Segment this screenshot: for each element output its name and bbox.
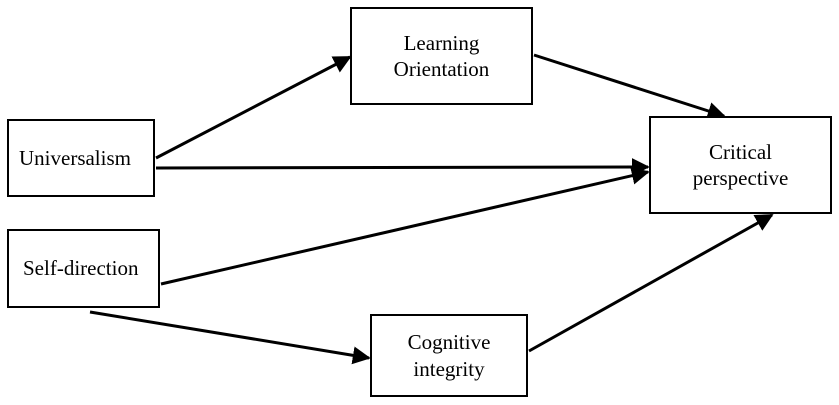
arrow-learning-orientation-to-critical-perspective bbox=[533, 53, 726, 120]
node-cognitive-integrity: Cognitive integrity bbox=[370, 314, 528, 397]
node-self-direction: Self-direction bbox=[7, 229, 160, 308]
node-learning-orientation-label: Learning Orientation bbox=[393, 30, 490, 81]
arrow-cognitive-integrity-to-critical-perspective bbox=[528, 213, 774, 353]
node-critical-perspective-label: Critical perspective bbox=[692, 139, 789, 190]
node-self-direction-label: Self-direction bbox=[23, 256, 139, 281]
node-learning-orientation: Learning Orientation bbox=[350, 7, 533, 105]
node-universalism: Universalism bbox=[7, 119, 155, 197]
arrow-self-direction-to-critical-perspective bbox=[160, 166, 650, 286]
arrow-universalism-to-learning-orientation bbox=[155, 55, 352, 160]
arrow-universalism-to-critical-perspective bbox=[155, 158, 650, 177]
node-cognitive-integrity-label: Cognitive integrity bbox=[407, 330, 491, 381]
arrow-self-direction-to-cognitive-integrity bbox=[89, 310, 371, 365]
node-universalism-label: Universalism bbox=[19, 145, 131, 170]
node-critical-perspective: Critical perspective bbox=[649, 116, 832, 214]
